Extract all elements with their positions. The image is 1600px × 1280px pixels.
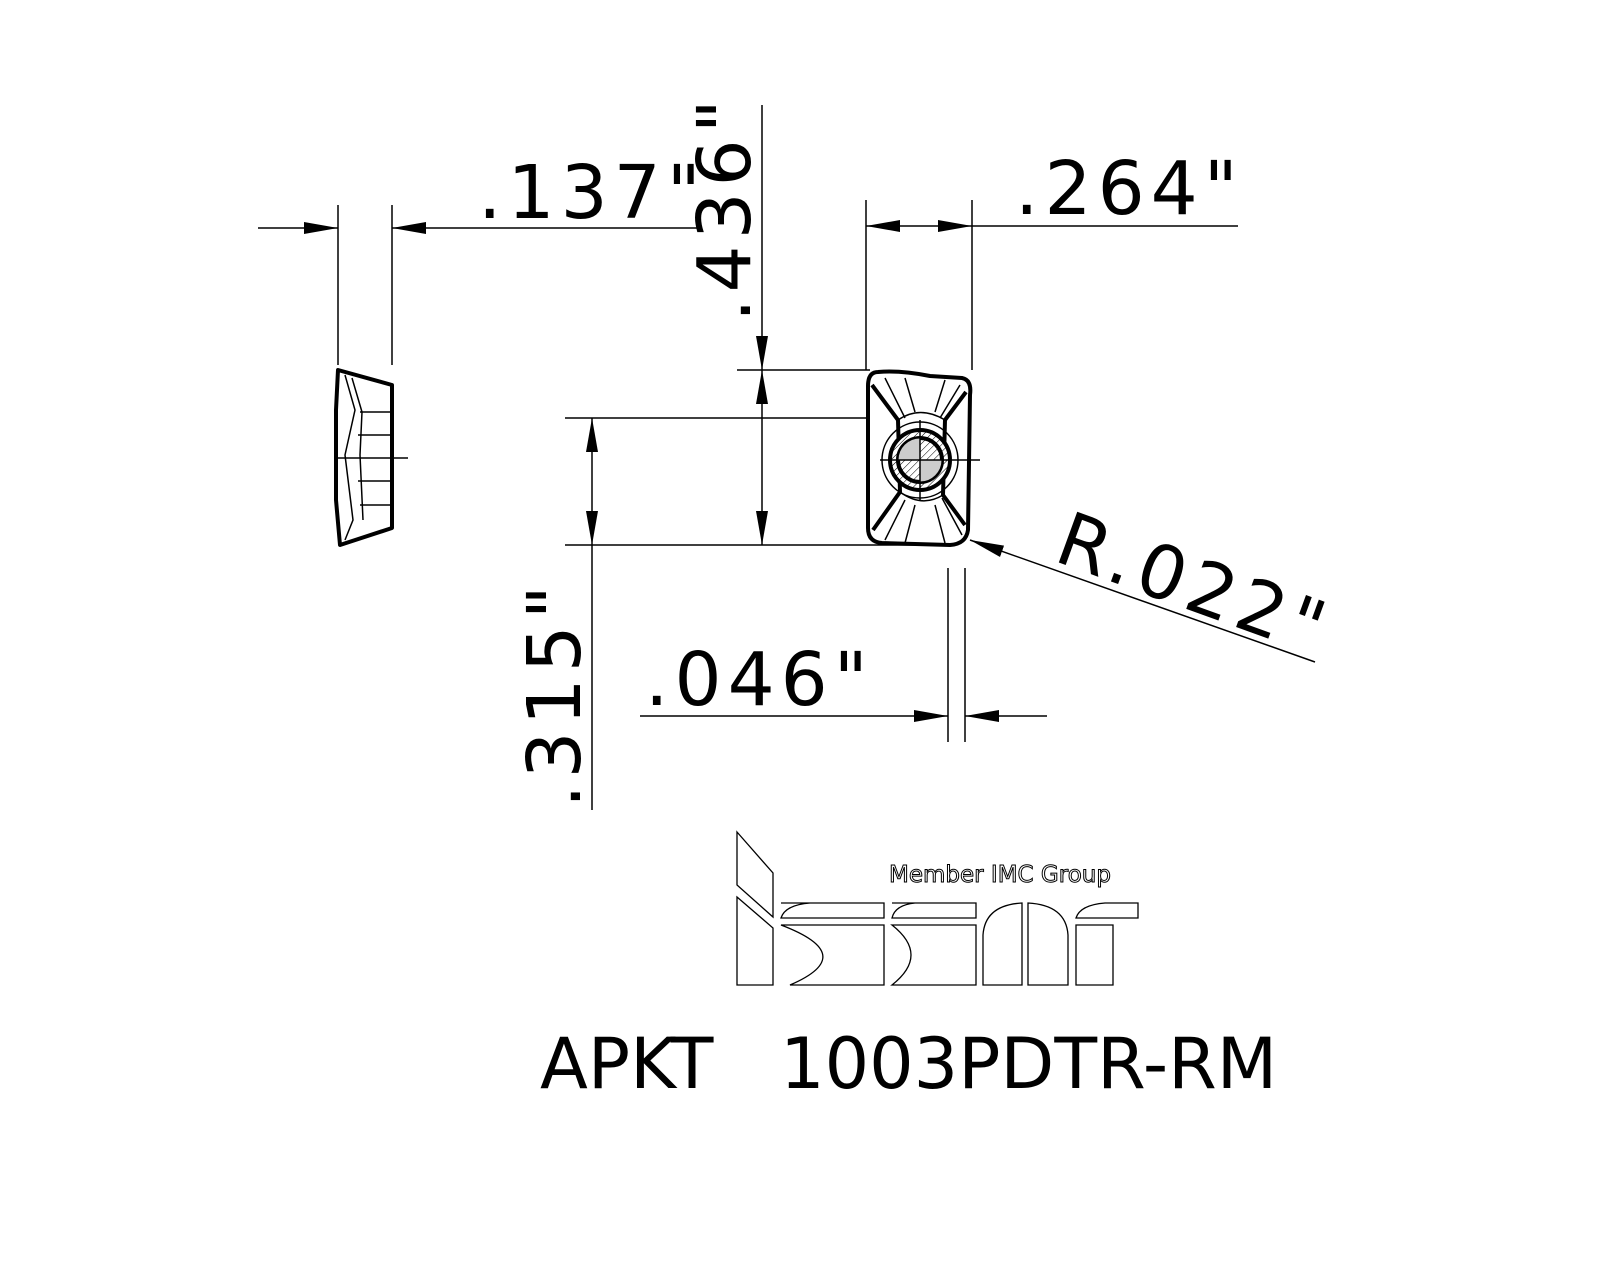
dimension-width-label: .264" [1015,146,1244,232]
dimension-wiper-flat: .046" [640,568,1047,742]
dimension-thickness-label: .137" [478,150,707,236]
part-number: APKT 1003PDTR-RM [540,1023,1277,1105]
dimension-wiper-flat-label: .046" [645,637,874,723]
insert-top-view [866,369,980,547]
dimension-length: .436" [565,93,925,546]
iscar-logo: Member IMC Group [736,830,1139,986]
dimension-length-label: .436" [682,93,768,322]
logo-tagline: Member IMC Group [889,862,1111,888]
dimension-corner-radius: R.022" [969,496,1342,674]
dimension-hole-offset-label: .315" [512,579,598,808]
dimension-width: .264" [865,146,1244,370]
dimension-corner-radius-label: R.022" [1046,496,1342,674]
insert-side-view [334,368,408,547]
dimension-thickness: .137" [258,150,707,365]
dimension-hole-offset: .315" [512,417,870,810]
